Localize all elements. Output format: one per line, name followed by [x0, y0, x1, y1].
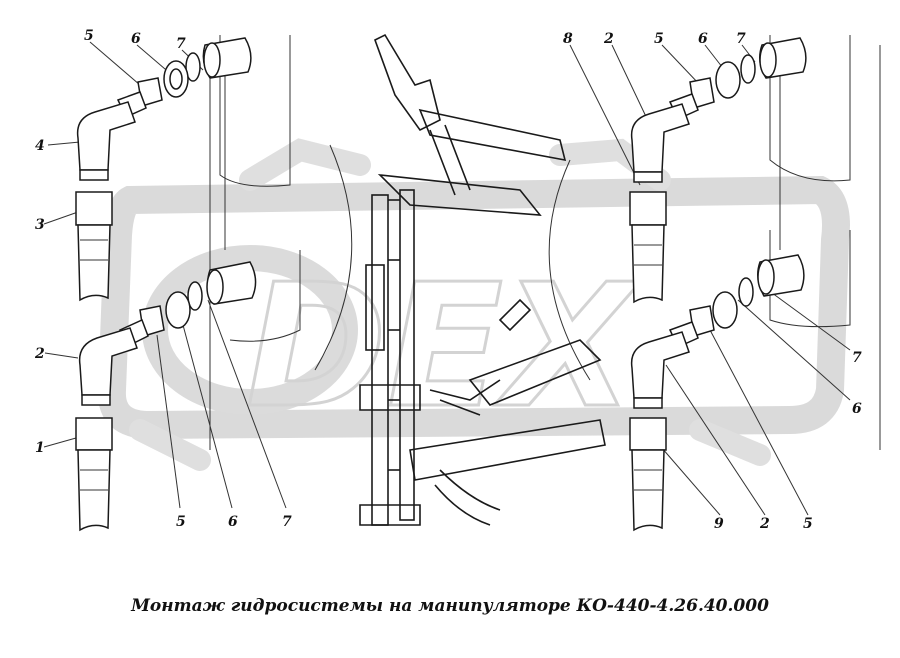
callout-br-6: 6: [852, 401, 862, 417]
assembly-bottom-left: [75, 261, 257, 532]
callout-bl-5: 5: [176, 514, 186, 530]
callout-bl-7: 7: [282, 514, 292, 530]
assembly-top-left: [75, 37, 252, 302]
callout-labels: 5 6 7 4 3 2 1 5 6 7 8 2 5 6 7 7 6 9 2 5: [34, 28, 862, 532]
drawing-caption: Монтаж гидросистемы на манипуляторе КО-4…: [131, 596, 769, 616]
elbow-2-top-right: [630, 103, 690, 173]
watermark-logo: DEX: [97, 138, 850, 471]
callout-tr-2: 2: [603, 31, 614, 47]
elbow-4: [76, 101, 136, 171]
callout-tr-5: 5: [654, 31, 664, 47]
leader-lines: [43, 41, 851, 516]
watermark-text: DEX: [246, 248, 642, 446]
callout-tl-4: 4: [35, 138, 45, 154]
elbow-2-bottom-right: [630, 331, 690, 399]
callout-tl-6: 6: [131, 31, 141, 47]
callout-bl-6: 6: [228, 514, 238, 530]
fitting-1: [75, 417, 113, 451]
callout-tl-3: 3: [35, 217, 45, 233]
callout-tr-7: 7: [736, 31, 746, 47]
fitting-8: [629, 191, 667, 226]
callout-tl-7: 7: [176, 36, 186, 52]
callout-br-2: 2: [759, 516, 770, 532]
callout-bl-2: 2: [34, 346, 45, 362]
callout-br-5: 5: [803, 516, 813, 532]
background-outlines: [209, 35, 881, 450]
elbow-2-left: [78, 327, 138, 396]
fitting-3: [75, 191, 113, 226]
assembly-top-right: [629, 37, 807, 304]
callout-bl-1: 1: [35, 440, 45, 456]
fitting-9: [629, 417, 667, 451]
manipulator-frame: [314, 33, 606, 526]
callout-br-7: 7: [852, 350, 862, 366]
callout-br-9: 9: [714, 516, 724, 532]
callout-tr-6: 6: [698, 31, 708, 47]
callout-tr-8: 8: [563, 31, 573, 47]
assembly-bottom-right: [629, 254, 805, 532]
callout-tl-5: 5: [84, 28, 94, 44]
